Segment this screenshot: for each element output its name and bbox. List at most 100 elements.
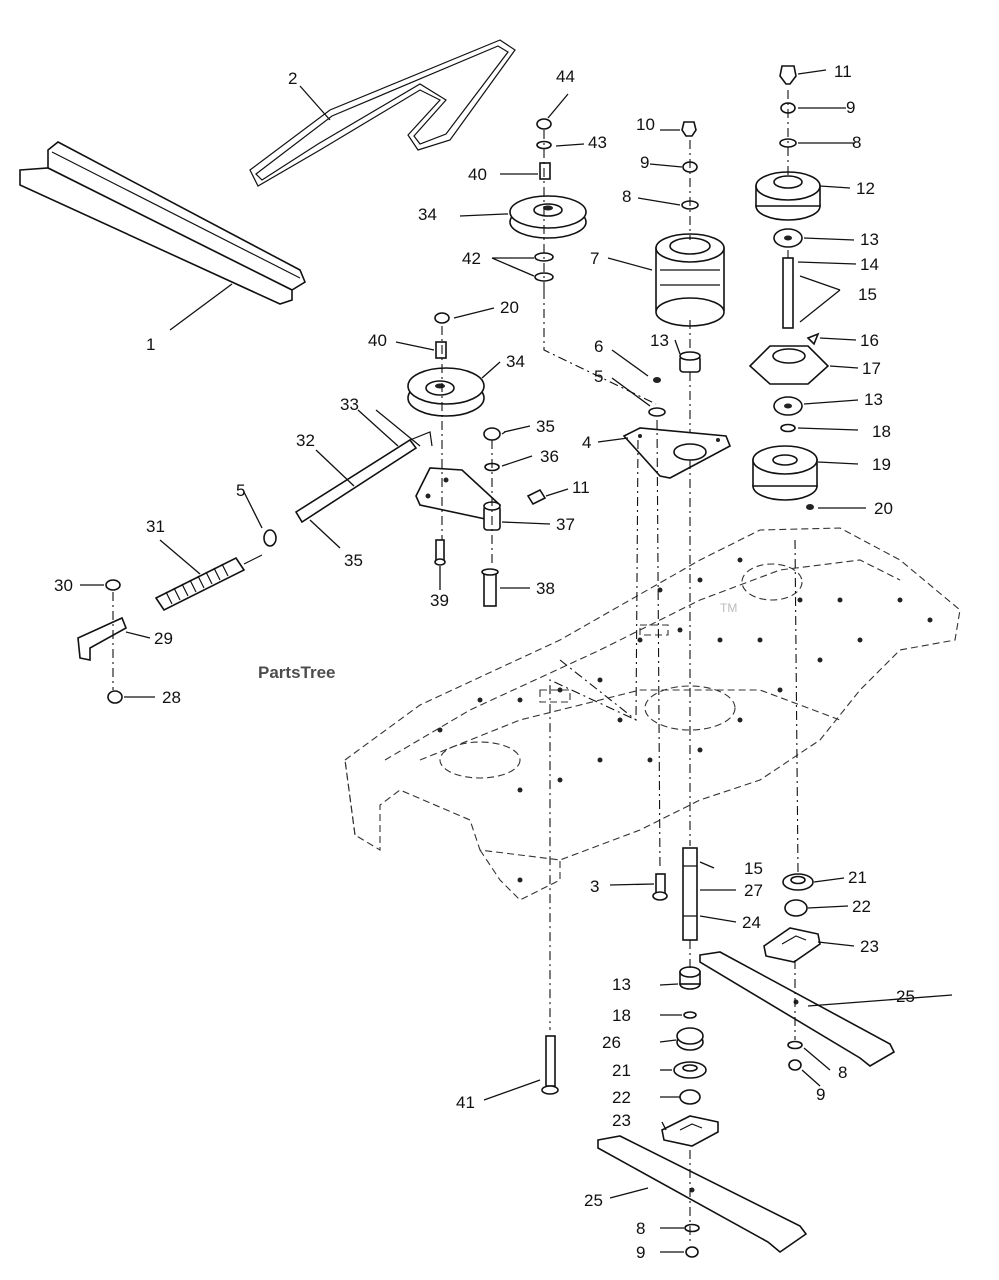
label-13-center-lower: 13: [612, 975, 631, 994]
alignment-lines: [112, 90, 799, 1244]
label-9-center-top: 9: [640, 153, 649, 172]
label-29: 29: [154, 629, 173, 648]
label-23-right: 23: [860, 937, 879, 956]
part-22-spacer-center: [679, 1089, 701, 1105]
part-19-spindle-base: [752, 445, 818, 501]
label-2: 2: [288, 69, 297, 88]
part-6-nut-center: [653, 377, 661, 383]
part-5-washer-rod: [263, 529, 277, 547]
part-13-bearing-center-lower: [679, 966, 701, 990]
label-5-center: 5: [594, 367, 603, 386]
part-29-bracket: [77, 616, 128, 661]
part-40-spacer-upper: [539, 162, 551, 180]
label-1: 1: [146, 335, 155, 354]
part-21-bearing-seal-right: [782, 873, 814, 891]
part-13-bearing-right-lower: [773, 396, 803, 416]
part-25-blade-center: [597, 1135, 808, 1254]
part-17-spindle-housing: [748, 345, 830, 385]
label-8-center-blade: 8: [636, 1219, 645, 1238]
part-14-spindle-shaft-right: [782, 257, 794, 329]
part-38-bolt: [481, 568, 499, 607]
label-34-upper: 34: [418, 205, 437, 224]
part-12-pulley-right: [755, 171, 821, 221]
label-30: 30: [54, 576, 73, 595]
label-22-center: 22: [612, 1088, 631, 1107]
label-16: 16: [860, 331, 879, 350]
label-39: 39: [430, 591, 449, 610]
part-40-spacer-lower: [435, 341, 447, 359]
part-13-bearing-center-upper: [679, 351, 701, 373]
leader-lines: [80, 69, 953, 1253]
label-17: 17: [862, 359, 881, 378]
part-23-blade-adapter-center: [661, 1115, 719, 1147]
label-13-center-upper: 13: [650, 331, 669, 350]
callout-labels: 1 2 3 4 5 5 6 7 8 8 8 8 9 9 9 9 10 11 11…: [54, 62, 915, 1262]
part-23-blade-adapter-right: [763, 927, 821, 963]
label-13-right-upper: 13: [860, 230, 879, 249]
label-8-right-blade: 8: [838, 1063, 847, 1082]
label-20-left: 20: [500, 298, 519, 317]
part-32-tension-rod: [294, 431, 433, 524]
label-21-center: 21: [612, 1061, 631, 1080]
label-9-center-blade: 9: [636, 1243, 645, 1262]
part-39-bolt: [434, 539, 446, 566]
part-3-bolt: [652, 873, 668, 901]
label-43: 43: [588, 133, 607, 152]
part-41-long-bolt: [541, 1035, 559, 1095]
part-31-spring: [154, 554, 263, 612]
label-19: 19: [872, 455, 891, 474]
part-26-spacer: [676, 1027, 704, 1051]
label-8-right-top: 8: [852, 133, 861, 152]
label-7: 7: [590, 249, 599, 268]
label-13-right-lower: 13: [864, 390, 883, 409]
label-33: 33: [340, 395, 359, 414]
part-21-bearing-seal-center: [673, 1061, 707, 1079]
label-21-right: 21: [848, 868, 867, 887]
part-1-deck-belt-cover: [19, 141, 307, 305]
part-11-grease-fitting-right: [779, 65, 797, 85]
label-35-rod: 35: [344, 551, 363, 570]
label-44: 44: [556, 67, 575, 86]
part-10-grease-fitting: [681, 121, 697, 137]
part-28-bolt-bracket: [107, 690, 123, 704]
label-6: 6: [594, 337, 603, 356]
part-8-washer-center-blade: [684, 1223, 700, 1233]
label-42: 42: [462, 249, 481, 268]
label-37: 37: [556, 515, 575, 534]
label-27: 27: [744, 881, 763, 900]
label-11-right: 11: [834, 62, 852, 81]
label-40-upper: 40: [468, 165, 487, 184]
mower-deck: [344, 527, 961, 901]
watermark-text: PartsTree: [258, 663, 336, 682]
part-9-nut-center-blade: [685, 1246, 699, 1258]
part-2-drive-belt: [249, 39, 516, 187]
part-13-bearing-right-upper: [773, 228, 803, 248]
label-31: 31: [146, 517, 165, 536]
label-28: 28: [162, 688, 181, 707]
label-18-center: 18: [612, 1006, 631, 1025]
part-9-nut-right-blade: [788, 1059, 802, 1071]
label-25-center: 25: [584, 1191, 603, 1210]
label-32: 32: [296, 431, 315, 450]
part-20-nut-right: [806, 504, 814, 510]
label-25-right: 25: [896, 987, 915, 1006]
watermark-trademark: TM: [720, 601, 737, 615]
part-18-washer-center: [683, 1011, 697, 1019]
label-11-idler: 11: [572, 478, 590, 497]
part-5-washer-center: [648, 407, 666, 417]
part-16-screw: [806, 332, 820, 346]
label-22-right: 22: [852, 897, 871, 916]
part-22-spacer-right: [784, 899, 808, 917]
part-34-idler-pulley-lower: [407, 367, 485, 417]
label-14: 14: [860, 255, 879, 274]
part-8-washer-right-blade: [787, 1040, 803, 1050]
label-34-lower: 34: [506, 352, 525, 371]
part-11-grease-fitting-idler: [526, 488, 547, 506]
part-27-spindle-shaft-center: [682, 847, 698, 941]
label-15-center: 15: [744, 859, 763, 878]
label-15-right: 15: [858, 285, 877, 304]
label-40-lower: 40: [368, 331, 387, 350]
label-5-rod: 5: [236, 481, 245, 500]
part-20-nut-left: [434, 312, 450, 324]
